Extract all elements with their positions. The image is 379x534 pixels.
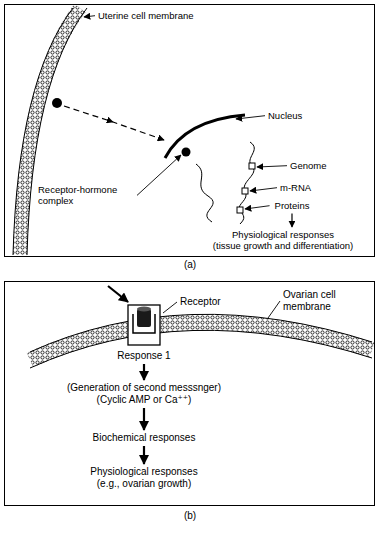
part-label: Uterine cell membrane <box>98 10 194 21</box>
gene-square <box>237 207 243 213</box>
chromatin-strand <box>196 164 213 222</box>
node-text: Physiological responses <box>90 466 197 478</box>
flow-step: Response 1 <box>115 350 172 362</box>
leader-lines <box>84 16 287 318</box>
membrane-edge <box>30 314 372 352</box>
node-text: (tissue growth and differentiation) <box>213 240 353 251</box>
nucleus-envelope <box>165 115 245 158</box>
hormone-cylinder-top <box>137 307 151 312</box>
receptor-hormone-dot <box>182 148 191 157</box>
membrane-edge <box>13 8 73 255</box>
node-text: Response 1 <box>117 350 170 362</box>
binding-arrow <box>108 286 128 302</box>
panel-label: (b) <box>184 510 196 522</box>
leader-line <box>250 188 277 191</box>
gene-square <box>242 188 248 194</box>
panel-frame <box>5 282 375 506</box>
hormone-dot <box>52 98 62 108</box>
leader-line <box>84 16 95 17</box>
flow-step: Biochemical responses <box>91 432 198 444</box>
response-text: Physiological responses(tissue growth an… <box>211 229 355 252</box>
node-text: (Cyclic AMP or Ca⁺⁺) <box>67 394 221 406</box>
flow-arrow <box>143 446 145 464</box>
hormone-cylinder <box>137 309 151 327</box>
part-label: Receptor-hormone complex <box>38 184 134 207</box>
receptor-box <box>128 305 160 345</box>
membrane-edge <box>30 330 372 368</box>
output-label: Proteins <box>273 200 312 211</box>
part-label: Genome <box>290 160 326 171</box>
node-text: Proteins <box>275 200 310 211</box>
flow-arrow <box>143 408 145 430</box>
node-text: Physiological responses <box>213 229 353 240</box>
part-label: Receptor <box>180 296 221 308</box>
panel-frame <box>5 5 375 257</box>
panel-label: (a) <box>184 259 196 271</box>
ovarian-membrane <box>30 314 372 368</box>
hormone-path <box>64 106 164 140</box>
uterine-membrane <box>13 8 87 255</box>
node-text: (Generation of second messsnger) <box>67 382 221 394</box>
flow-step: Physiological responses(e.g., ovarian gr… <box>88 466 199 490</box>
membrane-edge <box>27 8 87 255</box>
part-label: Ovarian cell membrane <box>283 289 357 313</box>
node-text: Biochemical responses <box>93 432 196 444</box>
gene-square <box>249 163 255 169</box>
flow-arrow <box>291 213 292 227</box>
part-label: Nucleus <box>268 110 302 121</box>
leader-line <box>268 301 280 318</box>
leader-line <box>236 116 265 119</box>
part-label: m-RNA <box>280 182 311 193</box>
leader-line <box>137 155 181 195</box>
flow-arrow <box>143 364 145 380</box>
leader-line <box>245 206 270 209</box>
leader-line <box>163 302 177 313</box>
leader-line <box>257 166 287 167</box>
flow-step: (Generation of second messsnger)(Cyclic … <box>65 382 223 406</box>
node-text: (e.g., ovarian growth) <box>90 478 197 490</box>
